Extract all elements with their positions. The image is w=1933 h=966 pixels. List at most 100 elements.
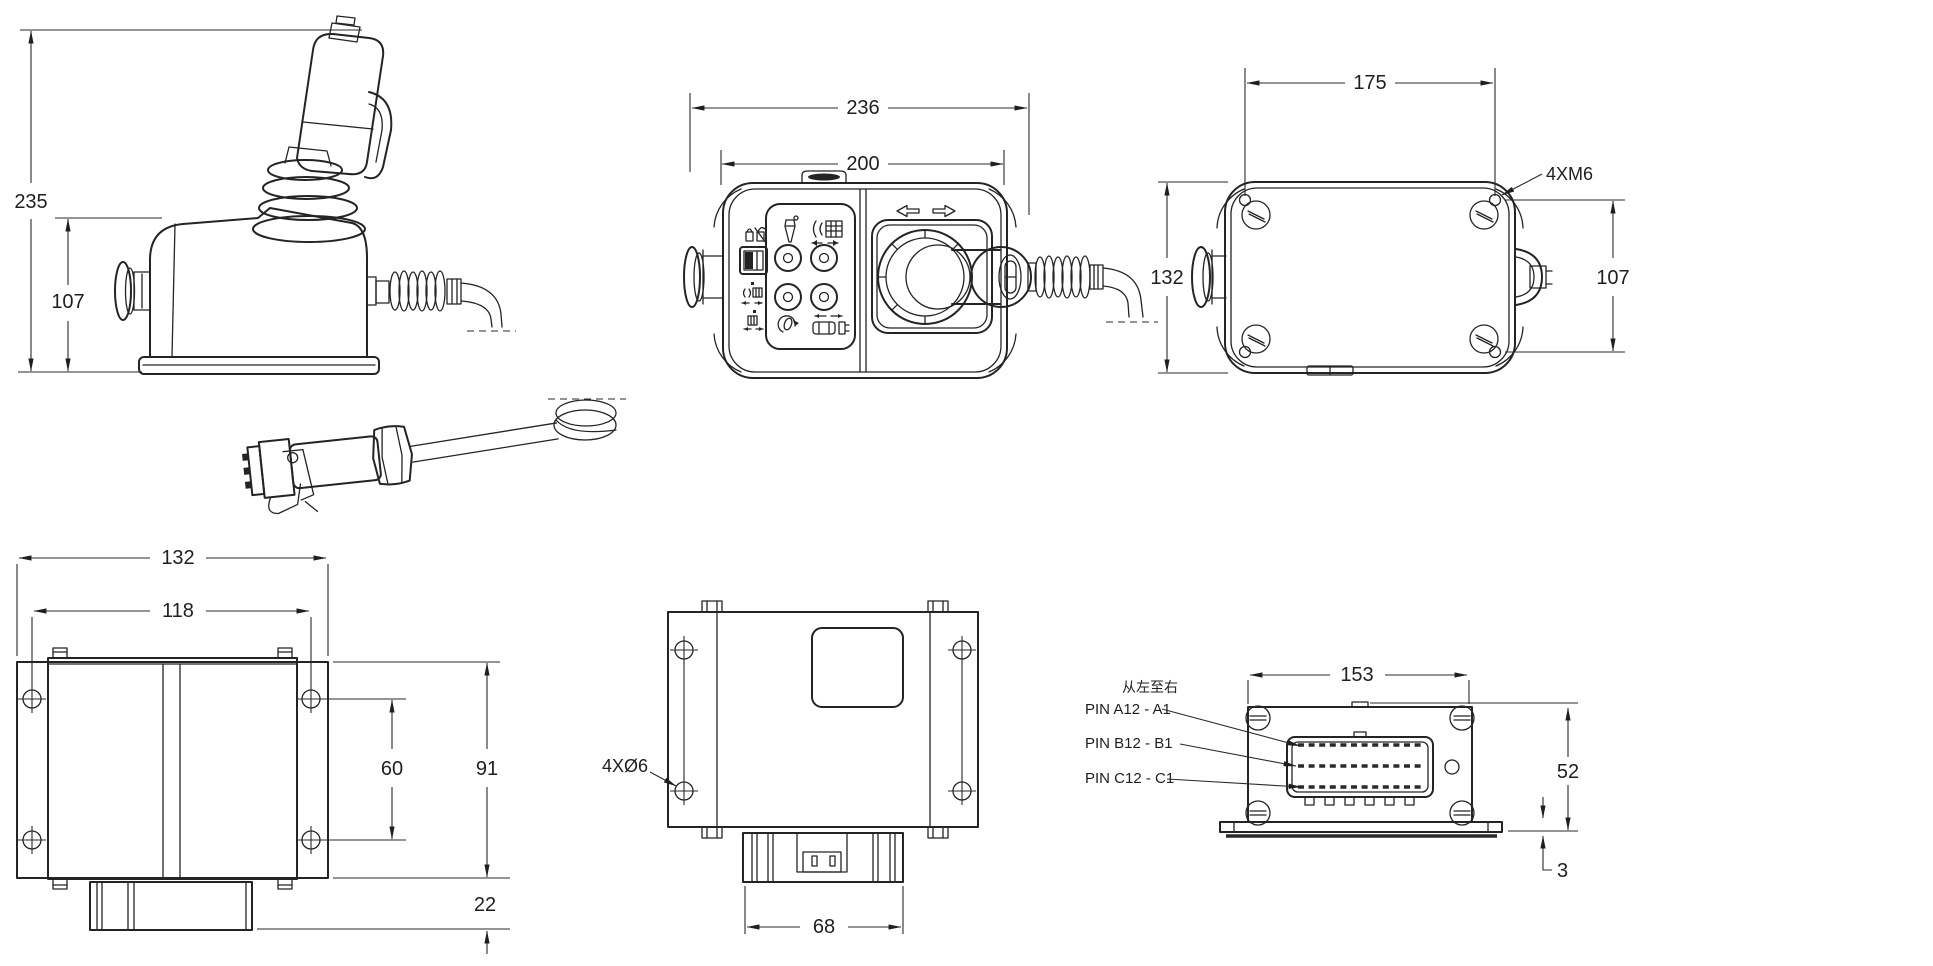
panel-button-1[interactable]	[774, 244, 802, 272]
cable-assembly	[1027, 255, 1158, 323]
left-push-button[interactable]	[683, 246, 723, 308]
mounting-holes	[18, 685, 325, 854]
dim-total-width: 236	[689, 93, 1030, 215]
dim-label-flange: 3	[1557, 860, 1568, 882]
dim-total-height: 235	[14, 29, 362, 373]
dim-body-height: 91	[333, 661, 510, 879]
pin-row-c-label: PIN C12 - C1	[1085, 770, 1174, 787]
dim-height: 52	[1370, 702, 1579, 832]
dim-label-body-height: 91	[476, 758, 498, 780]
rotate-icon	[777, 315, 799, 333]
panel-button-4[interactable]	[810, 283, 838, 311]
joystick-well	[871, 204, 1032, 334]
amplifier-top-view: 4XØ6 68	[602, 600, 979, 938]
thread-note: 4XM6	[1501, 164, 1593, 196]
corner-bumper	[988, 333, 1017, 373]
amplifier-front-view: 132 118	[16, 547, 510, 954]
thread-note-label: 4XM6	[1546, 164, 1593, 184]
pin-row-b-label: PIN B12 - B1	[1085, 735, 1173, 752]
dim-label-height: 52	[1557, 761, 1579, 783]
case-screw	[1245, 800, 1271, 826]
m6-hole	[1238, 345, 1252, 359]
joystick-handle[interactable]	[296, 15, 393, 180]
lock-unlock-icon	[745, 226, 767, 244]
plug-nut	[372, 425, 413, 486]
hole-note: 4XØ6	[602, 756, 677, 787]
plug-latch	[268, 483, 302, 515]
plug-barrel	[288, 435, 382, 490]
joystick-bellows	[252, 146, 366, 243]
panel-button-2[interactable]	[810, 244, 838, 272]
bottom-connector	[742, 832, 904, 883]
side-push-button	[1191, 246, 1227, 308]
handle-cap	[328, 22, 361, 43]
base-plate	[1216, 181, 1524, 376]
dim-connector-width: 68	[744, 886, 904, 938]
dim-label-hole-spacing-w: 118	[162, 600, 194, 622]
cable-coil	[548, 398, 626, 441]
case-screw	[1449, 705, 1475, 731]
handle-cap-nub	[335, 15, 356, 26]
dim-label-body-width: 200	[846, 153, 879, 175]
top-tab	[801, 170, 847, 184]
button-panel	[765, 203, 856, 350]
pin-connector	[1286, 731, 1434, 806]
left-arrow-icon	[896, 204, 920, 218]
dim-label-total-width: 236	[846, 97, 879, 119]
dim-hole-spacing-w: 118	[31, 600, 312, 686]
stick-knob[interactable]	[970, 246, 1032, 308]
dim-width: 153	[1247, 664, 1470, 704]
m6-hole	[1488, 345, 1502, 359]
vehicle-plug-icon	[812, 314, 850, 335]
feed-grid-small-icon	[741, 282, 763, 305]
right-arrow-icon	[932, 204, 956, 218]
top-tab	[1351, 701, 1369, 708]
amplifier-body	[16, 647, 329, 890]
dim-body-height: 132	[1150, 181, 1228, 374]
amplifier-connector-view: 153	[1085, 664, 1579, 882]
dim-mount-hole-spacing-h: 107	[1505, 199, 1630, 353]
joystick-side-view: 235 107	[14, 15, 516, 375]
side-push-button[interactable]	[114, 261, 151, 321]
dim-label-plate-width: 132	[161, 547, 194, 569]
label-area	[811, 627, 904, 708]
joystick-bottom-view: 175	[1150, 68, 1630, 376]
pin-row-a-label: PIN A12 - A1	[1085, 701, 1171, 718]
pin-order-note: 从左至右	[1122, 679, 1178, 695]
controller-body	[713, 170, 1017, 379]
case-screw	[1449, 800, 1475, 826]
dim-connector-depth: 22	[257, 894, 510, 954]
cable-connector-assembly	[242, 398, 626, 515]
top-tab-slot	[808, 173, 840, 181]
cable	[460, 282, 503, 328]
mounting-holes	[670, 636, 976, 805]
mounting-flange	[1219, 821, 1503, 833]
stick-end	[1515, 248, 1553, 306]
amplifier-side-body	[1219, 701, 1503, 838]
hole-note-label: 4XØ6	[602, 756, 648, 776]
dim-label-base-height: 107	[51, 291, 84, 313]
corner-bumper	[713, 333, 742, 373]
dim-body-width: 200	[720, 150, 1005, 185]
corner-bumper	[713, 188, 742, 228]
dim-plate-width: 132	[16, 547, 329, 656]
drill-bit-icon	[784, 215, 799, 243]
indicator-hole	[1444, 759, 1460, 775]
m6-hole	[1238, 193, 1252, 207]
dim-label-width: 153	[1340, 664, 1373, 686]
amplifier-top-body	[667, 600, 979, 839]
dim-mount-hole-spacing-w: 175	[1244, 68, 1496, 196]
panel-button-3[interactable]	[774, 283, 802, 311]
dim-base-height: 107	[51, 217, 162, 372]
corner-bumper	[988, 188, 1017, 228]
dim-label-hole-spacing-h: 60	[381, 758, 403, 780]
dim-hole-spacing-h: 60	[322, 698, 406, 841]
dim-label-hole-spacing-w: 175	[1353, 72, 1386, 94]
handle-trigger[interactable]	[364, 91, 393, 180]
dim-label-hole-spacing-h: 107	[1596, 267, 1629, 289]
dim-flange: 3	[1540, 797, 1568, 882]
cable-gland	[366, 270, 516, 332]
